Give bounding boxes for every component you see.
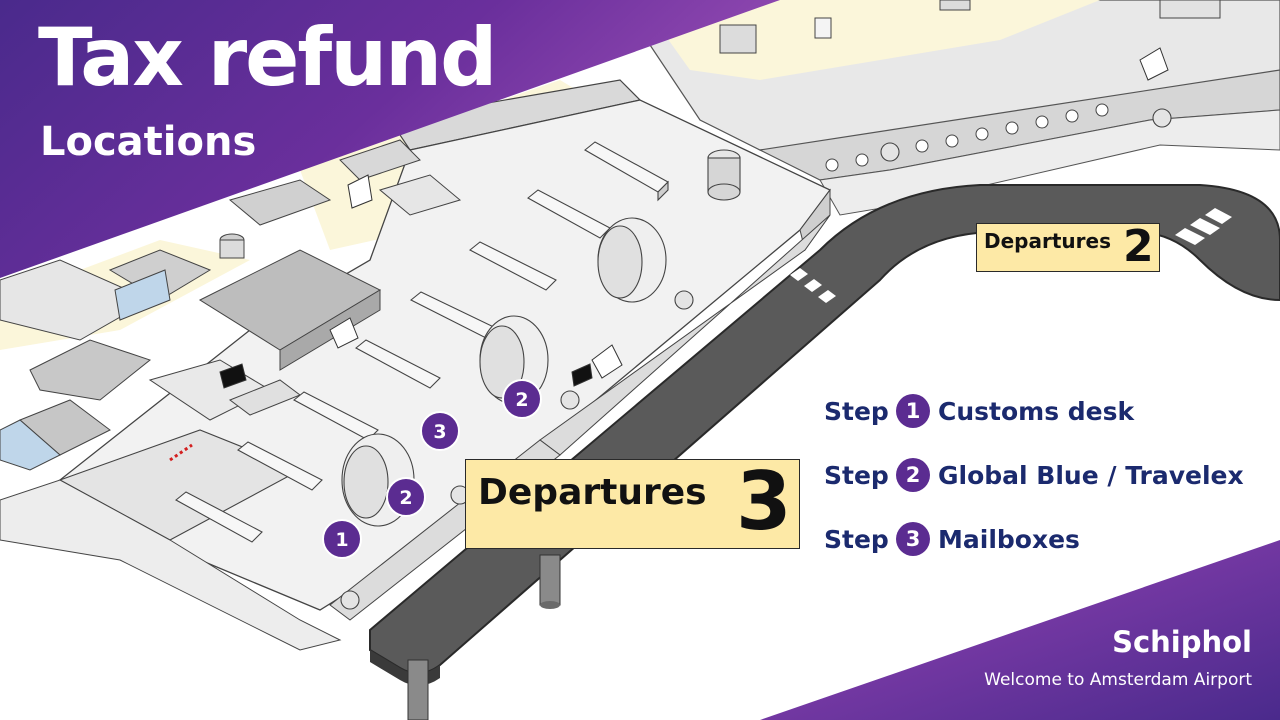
page-title: Tax refund	[38, 11, 497, 104]
header-banner	[0, 0, 780, 278]
page-subtitle: Locations	[40, 119, 257, 165]
marker-number: 2	[399, 487, 412, 509]
departures-2-label: Departures 2	[976, 223, 1160, 272]
step-word: Step	[824, 396, 889, 426]
footer-banner	[760, 540, 1280, 720]
tagline: Welcome to Amsterdam Airport	[984, 670, 1252, 690]
step-number-badge: 1	[896, 394, 930, 428]
step-label: Customs desk	[938, 396, 1135, 426]
step-number-badge: 3	[896, 522, 930, 556]
departures-label-text: Departures	[478, 472, 707, 513]
terminal-windows	[825, 103, 1109, 172]
marker-number: 3	[433, 421, 446, 443]
stairs	[219, 47, 1169, 389]
map-marker-customs-desk: 1	[322, 519, 362, 559]
schiphol-logo-text: Schiphol	[1112, 625, 1252, 659]
map-marker-global-blue-travelex: 2	[502, 379, 542, 419]
step-label: Global Blue / Travelex	[938, 460, 1244, 490]
steps-legend: Step 1 Customs desk Step 2 Global Blue /…	[824, 394, 1244, 586]
step-label: Mailboxes	[938, 524, 1080, 554]
apron-road	[369, 184, 1280, 720]
step-word: Step	[824, 460, 889, 490]
marker-number: 2	[515, 389, 528, 411]
pier-counters	[175, 108, 1172, 610]
step-word: Step	[824, 524, 889, 554]
step-item-customs-desk: Step 1 Customs desk	[824, 394, 1244, 428]
map-marker-mailboxes: 3	[420, 411, 460, 451]
step-item-global-blue-travelex: Step 2 Global Blue / Travelex	[824, 458, 1244, 492]
step-item-mailboxes: Step 3 Mailboxes	[824, 522, 1244, 556]
map-marker-global-blue-travelex: 2	[386, 477, 426, 517]
marker-number: 1	[335, 529, 348, 551]
departures-label-number: 3	[736, 455, 792, 548]
departures-3-label: Departures 3	[465, 459, 800, 549]
departures-label-text: Departures	[984, 229, 1111, 253]
departures-label-number: 2	[1123, 221, 1154, 272]
step-number-badge: 2	[896, 458, 930, 492]
